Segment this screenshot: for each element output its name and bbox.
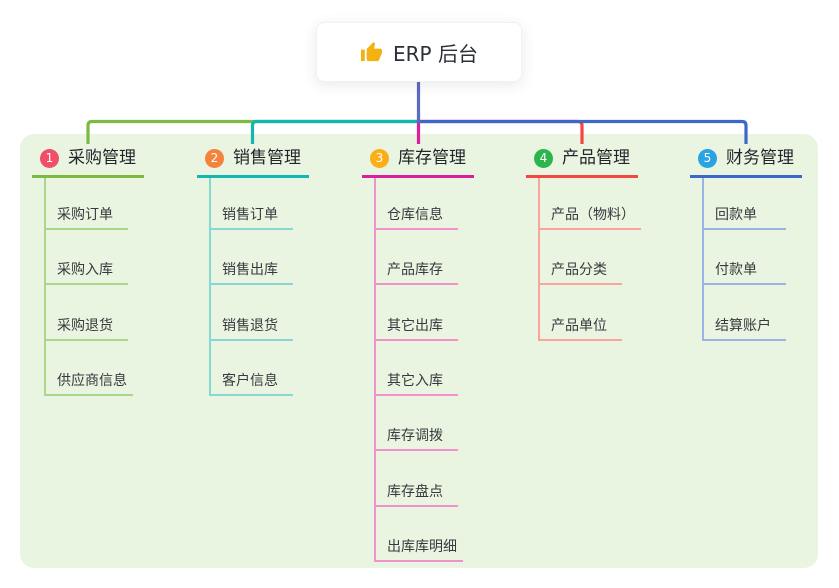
child-node[interactable]: 回款单 xyxy=(702,205,786,230)
branch-label: 产品管理 xyxy=(562,148,630,168)
children-connector-line xyxy=(209,178,211,396)
child-node[interactable]: 库存调拨 xyxy=(374,426,458,451)
branch-label: 财务管理 xyxy=(726,148,794,168)
branch-number-badge: 2 xyxy=(205,148,224,168)
children-connector-line xyxy=(374,178,376,562)
child-node[interactable]: 产品库存 xyxy=(374,260,458,285)
branch-finance-management: 5 财务管理 回款单 付款单 结算账户 xyxy=(690,148,802,341)
child-node[interactable]: 供应商信息 xyxy=(44,371,133,396)
branch-title-finance[interactable]: 5 财务管理 xyxy=(690,148,802,178)
branch-title-sales[interactable]: 2 销售管理 xyxy=(197,148,309,178)
branch-title-product[interactable]: 4 产品管理 xyxy=(526,148,638,178)
child-node[interactable]: 付款单 xyxy=(702,260,786,285)
child-node[interactable]: 库存盘点 xyxy=(374,482,458,507)
branch-number-badge: 5 xyxy=(698,148,717,168)
root-label: ERP 后台 xyxy=(393,41,478,66)
child-node[interactable]: 销售退货 xyxy=(209,316,293,341)
branch-title-purchase[interactable]: 1 采购管理 xyxy=(32,148,144,178)
child-node[interactable]: 出库库明细 xyxy=(374,537,463,562)
child-node[interactable]: 仓库信息 xyxy=(374,205,458,230)
child-node[interactable]: 产品分类 xyxy=(538,260,622,285)
branch-number-badge: 4 xyxy=(534,148,553,168)
canvas-panel xyxy=(20,134,818,568)
child-node[interactable]: 结算账户 xyxy=(702,316,786,341)
child-node[interactable]: 产品（物料） xyxy=(538,205,641,230)
child-node[interactable]: 采购订单 xyxy=(44,205,128,230)
child-node[interactable]: 采购入库 xyxy=(44,260,128,285)
branch-sales-management: 2 销售管理 销售订单 销售出库 销售退货 客户信息 xyxy=(197,148,309,396)
root-node[interactable]: ERP 后台 xyxy=(316,22,522,82)
branch-number-badge: 1 xyxy=(40,148,59,168)
child-node[interactable]: 客户信息 xyxy=(209,371,293,396)
child-node[interactable]: 其它出库 xyxy=(374,316,458,341)
branch-label: 库存管理 xyxy=(398,148,466,168)
child-node[interactable]: 其它入库 xyxy=(374,371,458,396)
branch-inventory-management: 3 库存管理 仓库信息 产品库存 其它出库 其它入库 库存调拨 库存盘点 出库库… xyxy=(362,148,474,562)
children-connector-line xyxy=(538,178,540,341)
thumbs-up-icon xyxy=(360,41,383,61)
child-node[interactable]: 销售订单 xyxy=(209,205,293,230)
branch-label: 销售管理 xyxy=(233,148,301,168)
child-node[interactable]: 采购退货 xyxy=(44,316,128,341)
branch-product-management: 4 产品管理 产品（物料） 产品分类 产品单位 xyxy=(526,148,641,341)
branch-purchase-management: 1 采购管理 采购订单 采购入库 采购退货 供应商信息 xyxy=(32,148,144,396)
child-node[interactable]: 产品单位 xyxy=(538,316,622,341)
child-node[interactable]: 销售出库 xyxy=(209,260,293,285)
branch-label: 采购管理 xyxy=(68,148,136,168)
children-connector-line xyxy=(44,178,46,396)
branch-title-inventory[interactable]: 3 库存管理 xyxy=(362,148,474,178)
children-connector-line xyxy=(702,178,704,341)
branch-number-badge: 3 xyxy=(370,148,389,168)
